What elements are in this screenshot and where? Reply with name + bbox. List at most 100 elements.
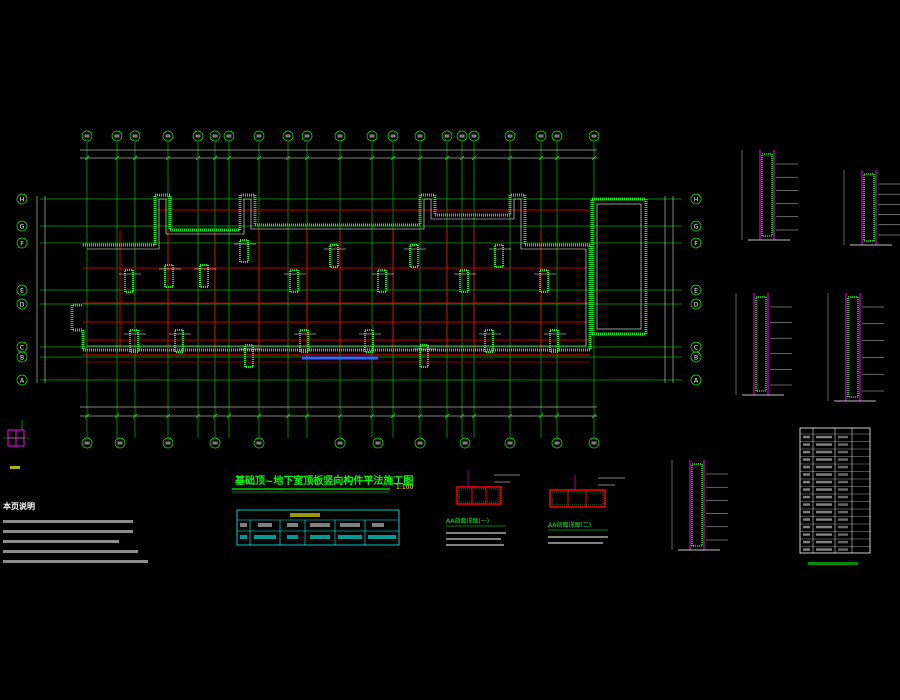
table-cell-mark <box>803 503 810 506</box>
wall-hatch <box>761 153 773 237</box>
row-axis-bubble <box>690 374 702 386</box>
column-axis-bubble <box>504 437 516 449</box>
table-cell-mark <box>816 518 832 521</box>
column-axis-bubble <box>459 437 471 449</box>
wall-hatch <box>847 296 859 398</box>
shear-wall-stub <box>124 269 134 293</box>
column-axis-bubble <box>282 130 294 142</box>
row-axis-label: D <box>20 302 25 309</box>
dimension-tick <box>471 413 477 419</box>
shear-wall-stub <box>289 269 299 293</box>
wall-section <box>735 293 792 396</box>
shear-wall-stub <box>494 244 504 268</box>
table-cell-mark <box>838 473 848 476</box>
wall-section <box>827 293 884 402</box>
column-axis-bubble <box>414 130 426 142</box>
column-axis-bubble <box>504 130 516 142</box>
wall-hatch <box>691 463 703 547</box>
dimension-tick <box>226 155 232 161</box>
legend-symbol <box>3 420 30 469</box>
table-cell-mark <box>816 510 832 514</box>
dimension-tick <box>285 413 291 419</box>
table-cell-mark <box>838 533 848 536</box>
row-axis-bubble <box>16 237 28 249</box>
dimension-tick <box>304 413 310 419</box>
table-cell-mark <box>816 435 832 439</box>
dimension-tick <box>84 413 90 419</box>
wall-section <box>671 460 728 551</box>
table-cell-mark <box>816 480 832 484</box>
column-axis-bubble <box>129 130 141 142</box>
column-axis-mark <box>212 441 218 445</box>
dimension-tick <box>591 413 597 419</box>
column-axis-bubble <box>111 130 123 142</box>
column-axis-mark <box>369 134 375 138</box>
table-cell-mark <box>838 518 848 521</box>
dimension-tick <box>132 155 138 161</box>
dimension-tick <box>538 155 544 161</box>
column-axis-bubble <box>441 130 453 142</box>
column-axis-mark <box>337 441 343 445</box>
table-cell-mark <box>803 450 810 454</box>
table-cell-mark <box>803 488 810 491</box>
table-cell-mark <box>803 548 810 551</box>
wall-section-details <box>671 150 900 551</box>
dimension-tick <box>212 413 218 419</box>
schedule-table <box>236 509 400 546</box>
row-axis-label: A <box>694 378 699 385</box>
dimension-tick <box>369 413 375 419</box>
dimension-tick <box>165 413 171 419</box>
shear-wall-stub <box>409 244 419 268</box>
drawing-title: 基础顶~地下室顶板竖向构件平法施工图 <box>234 474 413 487</box>
row-axis-label: E <box>694 288 698 295</box>
column-axis-bubble <box>551 437 563 449</box>
column-axis-mark <box>114 134 120 138</box>
column-axis-mark <box>256 441 262 445</box>
wall-hatch <box>755 296 767 392</box>
column-axis-mark <box>212 134 218 138</box>
table-cell-mark <box>803 518 810 521</box>
table-cell-mark <box>816 458 832 461</box>
dimension-tick <box>507 155 513 161</box>
column-axis-bubble <box>334 130 346 142</box>
row-axis-label: F <box>694 241 698 248</box>
column-axis-mark <box>554 134 560 138</box>
column-axis-bubble <box>468 130 480 142</box>
table-cell-mark <box>803 495 810 499</box>
table-cell-mark <box>803 480 810 484</box>
dimension-lines <box>36 149 674 419</box>
row-axis-label: G <box>694 224 699 231</box>
column-axis-mark <box>417 134 423 138</box>
table-cell-mark <box>838 495 848 499</box>
dimension-tick <box>369 155 375 161</box>
dimension-tick <box>459 413 465 419</box>
wall-section <box>843 170 900 246</box>
column-axis-mark <box>117 441 123 445</box>
shear-wall-stub <box>329 244 339 268</box>
table-cell-mark <box>803 510 810 514</box>
dimension-tick <box>554 155 560 161</box>
column-axis-bubble <box>334 437 346 449</box>
table-cell-mark <box>838 503 848 506</box>
dimension-tick <box>417 155 423 161</box>
foundation-walls <box>70 193 648 360</box>
dimension-tick <box>84 155 90 161</box>
row-axis-bubble <box>690 351 702 363</box>
column-axis-bubble <box>223 130 235 142</box>
row-axis-bubble <box>16 298 28 310</box>
table-cell-mark <box>803 533 810 536</box>
table-cell-mark <box>816 533 832 536</box>
dimension-tick <box>226 413 232 419</box>
column-axis-bubble <box>414 437 426 449</box>
dimension-tick <box>114 413 120 419</box>
column-axis-bubble <box>114 437 126 449</box>
row-axis-label: D <box>694 302 699 309</box>
table-cell-mark <box>816 488 832 491</box>
annex-wall-inner <box>596 203 642 330</box>
table-cell-mark <box>838 488 848 491</box>
row-axis-label: H <box>20 197 25 204</box>
dimension-tick <box>285 155 291 161</box>
shear-wall-stub <box>239 239 249 263</box>
column-axis-mark <box>256 134 262 138</box>
